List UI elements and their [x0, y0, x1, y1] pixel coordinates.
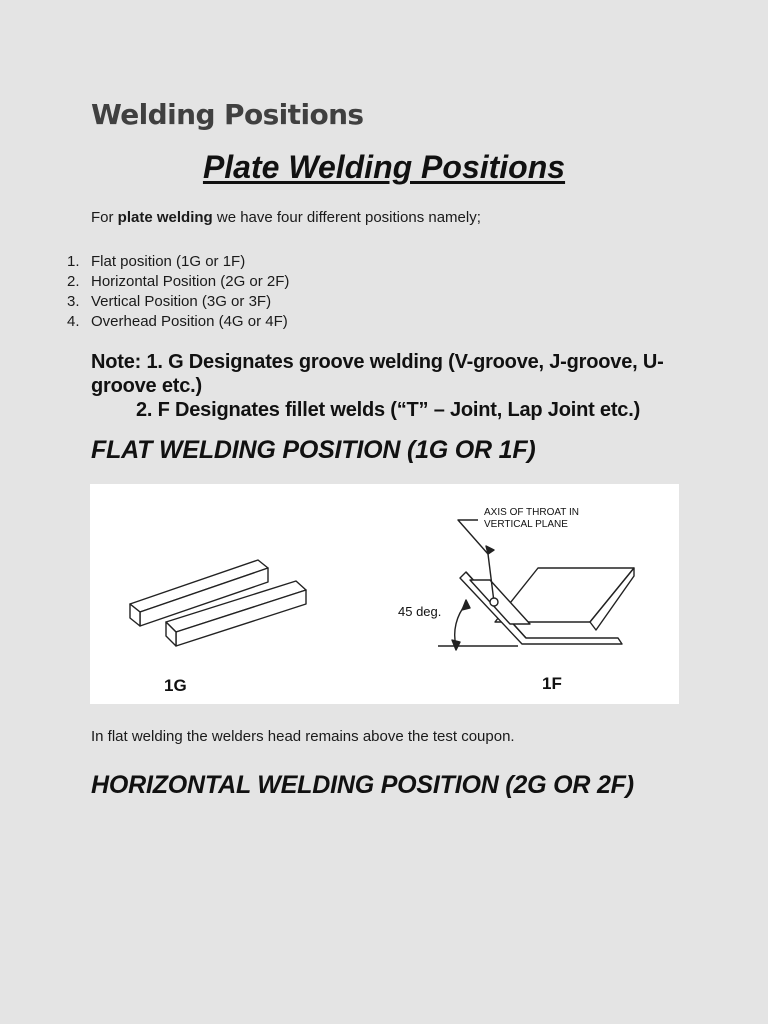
section-heading-horizontal: HORIZONTAL WELDING POSITION (2G OR 2F) — [91, 771, 634, 799]
list-item-number: 1. — [67, 253, 80, 270]
list-item-label: Vertical Position (3G or 3F) — [91, 293, 272, 310]
figure-angle-label: 45 deg. — [398, 604, 441, 619]
section-heading-flat: FLAT WELDING POSITION (1G OR 1F) — [91, 436, 536, 464]
flat-position-figure: 1G 1F AXIS OF THROAT IN VERTICAL PLANE 4… — [90, 484, 679, 704]
page-title: Plate Welding Positions — [202, 149, 566, 185]
intro-bold: plate welding — [117, 209, 213, 226]
list-item-label: Horizontal Position (2G or 2F) — [91, 273, 290, 290]
page-heading: Welding Positions — [91, 98, 364, 131]
intro-prefix: For — [91, 209, 118, 226]
flat-caption: In flat welding the welders head remains… — [91, 728, 515, 745]
fillet-plate-upper — [494, 567, 635, 631]
figure-axis-label-2: VERTICAL PLANE — [484, 519, 568, 530]
list-item: 1. Flat position (1G or 1F) — [67, 252, 289, 272]
list-item-number: 4. — [67, 313, 80, 330]
note-line-1: Note: 1. G Designates groove welding (V-… — [91, 351, 664, 397]
figure-axis-label-1: AXIS OF THROAT IN — [484, 507, 579, 518]
positions-list: 1. Flat position (1G or 1F) 2. Horizontal … — [67, 252, 289, 332]
groove-plate-back — [129, 559, 269, 627]
note-block: Note: 1. G Designates groove welding (V-… — [91, 350, 691, 422]
figure-label-1f: 1F — [542, 674, 562, 693]
list-item: 4. Overhead Position (4G or 4F) — [67, 312, 289, 332]
list-item-label: Overhead Position (4G or 4F) — [91, 313, 288, 330]
note-line-2: 2. F Designates fillet welds (“T” – Join… — [136, 399, 641, 421]
list-item: 2. Horizontal Position (2G or 2F) — [67, 272, 289, 292]
intro-paragraph: For plate welding we have four different… — [91, 209, 481, 226]
list-item-number: 2. — [67, 273, 80, 290]
figure-label-1g: 1G — [164, 676, 187, 695]
groove-plate-front — [165, 580, 307, 647]
figure-diagram: 1G 1F AXIS OF THROAT IN VERTICAL PLANE 4… — [129, 507, 635, 695]
intro-suffix: we have four different positions namely; — [212, 209, 481, 226]
list-item-number: 3. — [67, 293, 80, 310]
list-item: 3. Vertical Position (3G or 3F) — [67, 292, 289, 312]
list-item-label: Flat position (1G or 1F) — [91, 253, 246, 270]
